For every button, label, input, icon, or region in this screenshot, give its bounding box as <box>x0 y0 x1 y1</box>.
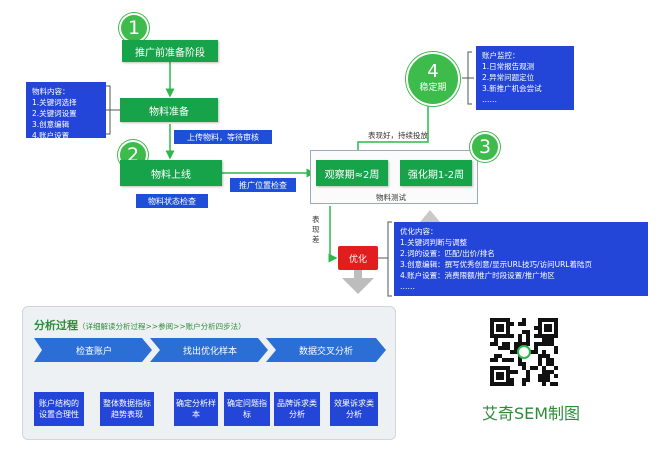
analysis-item-3: 确定分析样本 <box>174 392 218 426</box>
qr-code-icon <box>490 318 558 386</box>
status-check-tag: 物料状态检查 <box>136 194 208 208</box>
optimize-box: 优化 <box>338 246 378 270</box>
optimize-content-note: 优化内容： 1.关键词判断与调整 2.词的设置：匹配/出价/排名 3.创意编辑：… <box>394 222 648 296</box>
performance-label: 表现好，持续投放 <box>368 131 428 140</box>
step-1-circle: 1 <box>119 13 149 43</box>
stage-label-1: 检查账户 <box>75 346 112 357</box>
reinforce-period-box: 强化期1-2周 <box>400 160 472 186</box>
placement-check-tag: 推广位置检查 <box>230 178 296 192</box>
material-online-box: 物料上线 <box>120 160 222 186</box>
material-test-label: 物料测试 <box>376 193 406 202</box>
step-4-number: 4 <box>427 61 439 82</box>
analysis-title: 分析过程 <box>34 319 78 332</box>
observe-period-box: 观察期≈2周 <box>316 160 388 186</box>
material-prep-box: 物料准备 <box>120 98 218 122</box>
gray-down-arrow <box>342 270 374 294</box>
stage-label-2: 找出优化样本 <box>182 346 237 357</box>
analysis-item-2: 整体数据指标趋势表现 <box>100 392 154 426</box>
chevron-stage-2 <box>150 338 268 362</box>
analysis-subtitle: （详细解读分析过程>>参阅>>账户分析四步法） <box>78 322 246 331</box>
stable-period-label: 稳定期 <box>419 83 447 93</box>
gray-up-arrow <box>420 210 440 228</box>
step-3-circle: 3 <box>470 132 500 162</box>
arrow-to-optimize <box>328 206 338 263</box>
stage-label-3: 数据交叉分析 <box>298 346 353 357</box>
poor-performance-label: 表现差 <box>312 215 320 244</box>
analysis-item-4: 确定问题指标 <box>224 392 270 426</box>
account-monitor-note: 账户监控： 1.日常报告观测 2.异常问题定位 3.新推广机会尝试 …… <box>476 46 574 110</box>
analysis-stage-chevrons <box>34 338 386 362</box>
analysis-item-5: 品牌诉求类分析 <box>274 392 320 426</box>
material-content-note: 物料内容： 1.关键词选择 2.关键词设置 3.创意编辑 4.账户设置 <box>26 82 106 140</box>
prep-stage-box: 推广前准备阶段 <box>122 40 218 62</box>
chevron-stage-1 <box>34 338 152 362</box>
upload-tag: 上传物料，等待审核 <box>174 130 272 144</box>
analysis-item-1: 账户结构的设置合理性 <box>34 392 84 426</box>
analysis-item-6: 效果诉求类分析 <box>330 392 378 426</box>
chevron-stage-3 <box>266 338 386 362</box>
analysis-heading: 分析过程（详细解读分析过程>>参阅>>账户分析四步法） <box>34 314 246 333</box>
stable-period-circle: 4 稳定期 <box>406 52 460 106</box>
brand-watermark: 艾奇SEM制图 <box>481 404 581 423</box>
